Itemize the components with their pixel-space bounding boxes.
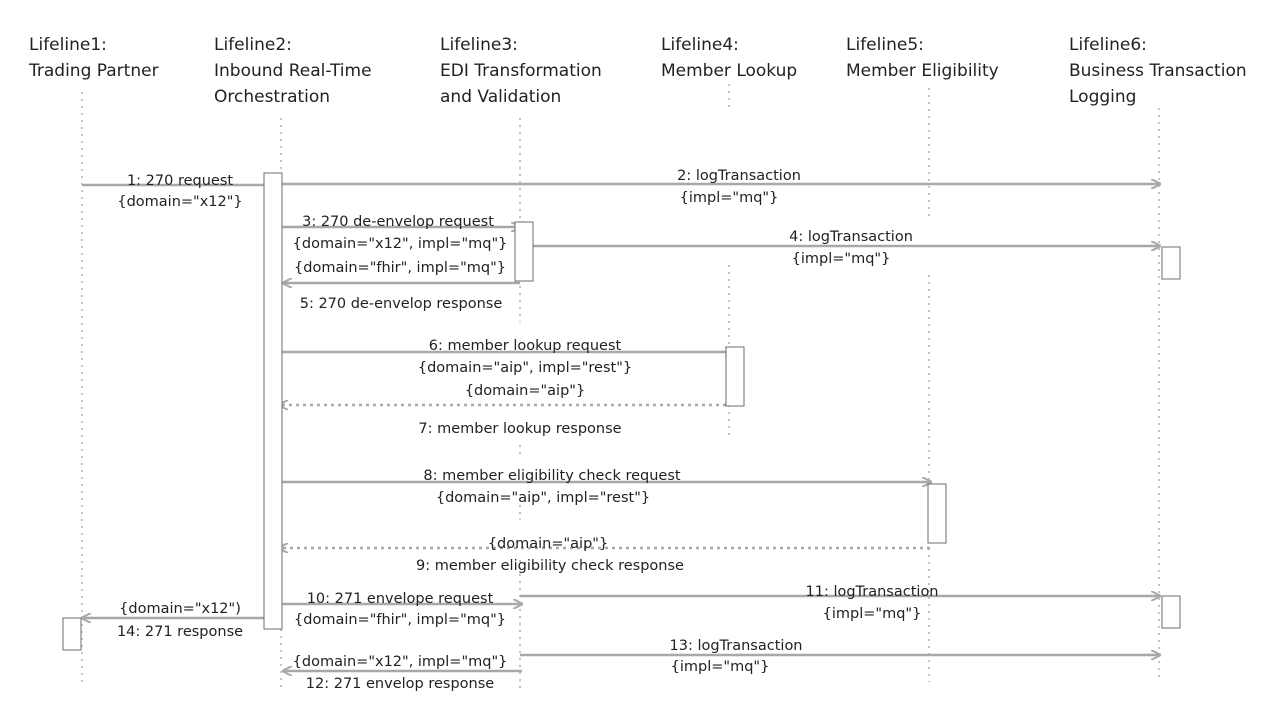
lifeline-2-title-line-2: Inbound Real-Time	[214, 61, 372, 81]
message-2-label-2: {impl="mq"}	[680, 190, 779, 206]
message-7-label-1: {domain="aip"}	[465, 383, 585, 399]
message-10-label-1: 10: 271 envelope request	[307, 591, 494, 607]
lifeline-3-title-line-1: Lifeline3:	[440, 35, 518, 55]
lifeline-headers: Lifeline1: Trading Partner Lifeline2: Inbou…	[28, 35, 1247, 107]
lifeline-5-title-line-1: Lifeline5:	[846, 35, 924, 55]
message-1-label-2: {domain="x12"}	[117, 194, 242, 210]
lifeline-4-title-line-2: Member Lookup	[661, 61, 797, 81]
lifeline-3-title-line-2: EDI Transformation	[440, 61, 602, 81]
lifeline-6-activation-1	[1161, 246, 1181, 280]
message-6-label-1: 6: member lookup request	[429, 338, 622, 354]
message-3-label-1: 3: 270 de-envelop request	[302, 214, 494, 230]
lifeline-6-title-line-1: Lifeline6:	[1069, 35, 1147, 55]
message-10-label-2: {domain="fhir", impl="mq"}	[294, 612, 506, 628]
message-12-label-1: {domain="x12", impl="mq"}	[293, 654, 508, 670]
lifeline-5-activation	[927, 483, 947, 544]
message-14-label-1: {domain="x12")	[119, 601, 241, 617]
lifeline-6-activation-2	[1161, 595, 1181, 629]
lifeline-6-title-line-2: Business Transaction	[1069, 61, 1247, 81]
message-11-label-2: {impl="mq"}	[823, 606, 922, 622]
lifeline-2-title-line-3: Orchestration	[214, 87, 330, 107]
lifeline-4-title-line-1: Lifeline4:	[661, 35, 739, 55]
message-11-label-1: 11: logTransaction	[806, 584, 939, 600]
lifeline-1-activation	[62, 617, 82, 651]
lifeline-5-title-line-2: Member Eligibility	[846, 61, 999, 81]
message-9-label-1: {domain="aip"}	[488, 536, 608, 552]
message-8-label-2: {domain="aip", impl="rest"}	[436, 490, 650, 506]
lifeline-1-title-line-2: Trading Partner	[28, 61, 159, 81]
message-3-label-2: {domain="x12", impl="mq"}	[293, 236, 508, 252]
message-4-label-1: 4: logTransaction	[789, 229, 913, 245]
message-6-label-2: {domain="aip", impl="rest"}	[418, 360, 632, 376]
lifeline-4-activation	[725, 346, 745, 407]
activation-bars	[62, 172, 1181, 651]
lifeline-3-title-line-3: and Validation	[440, 87, 561, 107]
lifelines	[81, 84, 1160, 690]
message-5-label-2: 5: 270 de-envelop response	[300, 296, 503, 312]
message-13-label-1: 13: logTransaction	[670, 638, 803, 654]
lifeline-2-title-line-1: Lifeline2:	[214, 35, 292, 55]
message-7-label-2: 7: member lookup response	[418, 421, 621, 437]
message-2-label-1: 2: logTransaction	[677, 168, 801, 184]
message-13-label-2: {impl="mq"}	[671, 659, 770, 675]
message-8-label-1: 8: member eligibility check request	[423, 468, 680, 484]
messages: 1: 270 request {domain="x12"} 2: logTransa…	[82, 168, 1160, 692]
lifeline-2-activation	[263, 172, 283, 630]
message-5-label-1: {domain="fhir", impl="mq"}	[294, 260, 506, 276]
message-1-label-1: 1: 270 request	[127, 173, 233, 189]
lifeline-1-title-line-1: Lifeline1:	[29, 35, 107, 55]
message-14-label-2: 14: 271 response	[117, 624, 243, 640]
message-4-label-2: {impl="mq"}	[792, 251, 891, 267]
lifeline-6-title-line-3: Logging	[1069, 87, 1136, 107]
message-12-label-2: 12: 271 envelop response	[306, 676, 494, 692]
message-9-label-2: 9: member eligibility check response	[416, 558, 684, 574]
lifeline-3-activation-1	[514, 221, 534, 282]
